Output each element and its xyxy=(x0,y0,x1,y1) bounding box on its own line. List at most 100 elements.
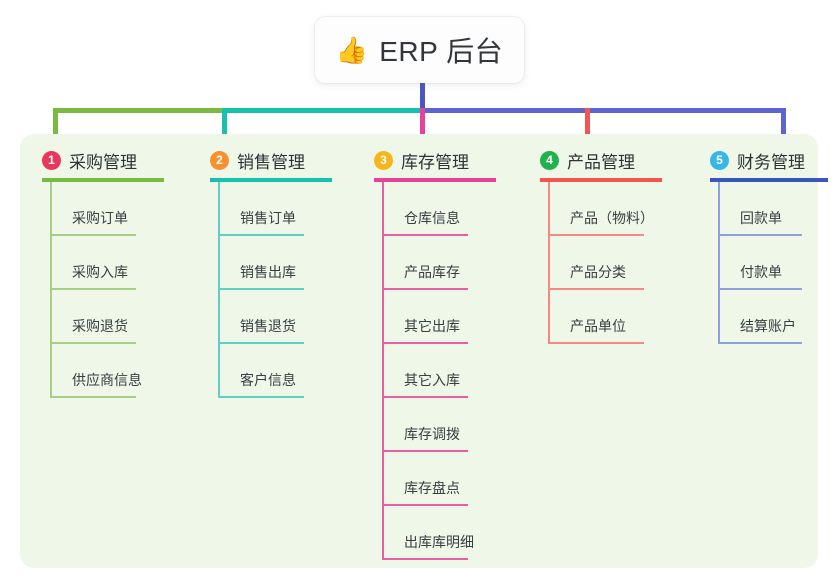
column-badge-purchase-management: 1 xyxy=(42,150,61,170)
item-connector-vertical xyxy=(218,290,220,344)
column-badge-finance-management: 5 xyxy=(710,150,729,170)
item-label: 库存调拨 xyxy=(404,426,460,442)
item-connector-vertical xyxy=(382,182,384,236)
column-header-sales-management[interactable]: 2 销售管理 xyxy=(188,140,305,180)
item-connector-vertical xyxy=(218,236,220,290)
thumbs-up-icon: 👍 xyxy=(335,35,369,65)
item-label: 产品分类 xyxy=(570,264,626,280)
item-underline xyxy=(718,342,802,344)
item-connector-vertical xyxy=(382,506,384,560)
item-underline xyxy=(382,450,468,452)
column-badge-inventory-management: 3 xyxy=(374,150,393,170)
drop-purchase xyxy=(53,108,58,138)
column-rule-sales-management xyxy=(210,178,332,182)
item-connector-vertical xyxy=(50,182,52,236)
column-header-product-management[interactable]: 4 产品管理 xyxy=(518,140,635,180)
item-label: 销售订单 xyxy=(240,210,296,226)
column-title-finance-management: 财务管理 xyxy=(737,152,805,172)
column-title-purchase-management: 采购管理 xyxy=(69,152,137,172)
item-connector-vertical xyxy=(50,290,52,344)
item-underline xyxy=(548,342,644,344)
item-label: 出库库明细 xyxy=(404,534,474,550)
item-underline xyxy=(50,288,136,290)
column-rule-product-management xyxy=(540,178,662,182)
root-node[interactable]: 👍 ERP 后台 xyxy=(315,17,524,83)
column-rule-finance-management xyxy=(710,178,828,182)
column-purchase-management: 1 采购管理采购订单采购入库采购退货供应商信息 xyxy=(20,140,164,398)
column-header-finance-management[interactable]: 5 财务管理 xyxy=(688,140,805,180)
item-label: 回款单 xyxy=(740,210,782,226)
item-connector-vertical xyxy=(50,236,52,290)
column-sales-management: 2 销售管理销售订单销售出库销售退货客户信息 xyxy=(188,140,332,398)
item-connector-vertical xyxy=(718,236,720,290)
item-underline xyxy=(382,396,468,398)
drop-inventory xyxy=(420,108,425,135)
root-stem-connector xyxy=(420,83,425,111)
column-title-sales-management: 销售管理 xyxy=(237,152,305,172)
item-connector-vertical xyxy=(218,182,220,236)
item-connector-vertical xyxy=(382,236,384,290)
column-rule-purchase-management xyxy=(42,178,164,182)
segment-teal xyxy=(222,108,422,113)
segment-blue xyxy=(420,108,786,113)
item-label: 产品（物料） xyxy=(570,210,654,226)
item-underline xyxy=(548,234,644,236)
item-label: 客户信息 xyxy=(240,372,296,388)
item-connector-vertical xyxy=(50,344,52,398)
item-label: 供应商信息 xyxy=(72,372,142,388)
item-connector-vertical xyxy=(382,452,384,506)
item-underline xyxy=(218,342,304,344)
item-connector-vertical xyxy=(382,290,384,344)
item-underline xyxy=(718,234,802,236)
root-title: ERP 后台 xyxy=(379,36,504,67)
drop-finance xyxy=(781,108,786,138)
item-label: 其它出库 xyxy=(404,318,460,334)
column-header-purchase-management[interactable]: 1 采购管理 xyxy=(20,140,137,180)
item-underline xyxy=(218,396,304,398)
column-product-management: 4 产品管理产品（物料） 产品分类产品单位 xyxy=(518,140,662,344)
item-label: 仓库信息 xyxy=(404,210,460,226)
item-label: 采购退货 xyxy=(72,318,128,334)
item-underline xyxy=(382,342,468,344)
item-connector-vertical xyxy=(548,182,550,236)
item-underline xyxy=(218,288,304,290)
item-underline xyxy=(50,234,136,236)
item-underline xyxy=(382,234,468,236)
column-badge-product-management: 4 xyxy=(540,150,559,170)
item-underline xyxy=(382,558,468,560)
item-connector-vertical xyxy=(548,236,550,290)
item-underline xyxy=(718,288,802,290)
item-label: 销售退货 xyxy=(240,318,296,334)
mindmap-panel xyxy=(20,134,818,568)
item-connector-vertical xyxy=(382,398,384,452)
item-label: 销售出库 xyxy=(240,264,296,280)
item-label: 采购订单 xyxy=(72,210,128,226)
item-underline xyxy=(382,504,468,506)
column-badge-sales-management: 2 xyxy=(210,150,229,170)
drop-product xyxy=(585,108,590,135)
item-underline xyxy=(50,342,136,344)
column-title-product-management: 产品管理 xyxy=(567,152,635,172)
column-inventory-management: 3 库存管理仓库信息产品库存其它出库其它入库库存调拨库存盘点出库库明细 xyxy=(352,140,496,560)
column-rule-inventory-management xyxy=(374,178,496,182)
column-title-inventory-management: 库存管理 xyxy=(401,152,469,172)
segment-green xyxy=(53,108,223,113)
drop-sales xyxy=(222,108,227,138)
item-underline xyxy=(548,288,644,290)
item-underline xyxy=(50,396,136,398)
item-connector-vertical xyxy=(718,182,720,236)
item-label: 产品单位 xyxy=(570,318,626,334)
item-label: 其它入库 xyxy=(404,372,460,388)
item-label: 采购入库 xyxy=(72,264,128,280)
item-label: 结算账户 xyxy=(740,318,796,334)
item-connector-vertical xyxy=(382,344,384,398)
item-underline xyxy=(382,288,468,290)
item-connector-vertical xyxy=(718,290,720,344)
item-label: 付款单 xyxy=(740,264,782,280)
item-label: 库存盘点 xyxy=(404,480,460,496)
item-label: 产品库存 xyxy=(404,264,460,280)
column-finance-management: 5 财务管理回款单付款单结算账户 xyxy=(688,140,828,344)
item-connector-vertical xyxy=(218,344,220,398)
column-header-inventory-management[interactable]: 3 库存管理 xyxy=(352,140,469,180)
